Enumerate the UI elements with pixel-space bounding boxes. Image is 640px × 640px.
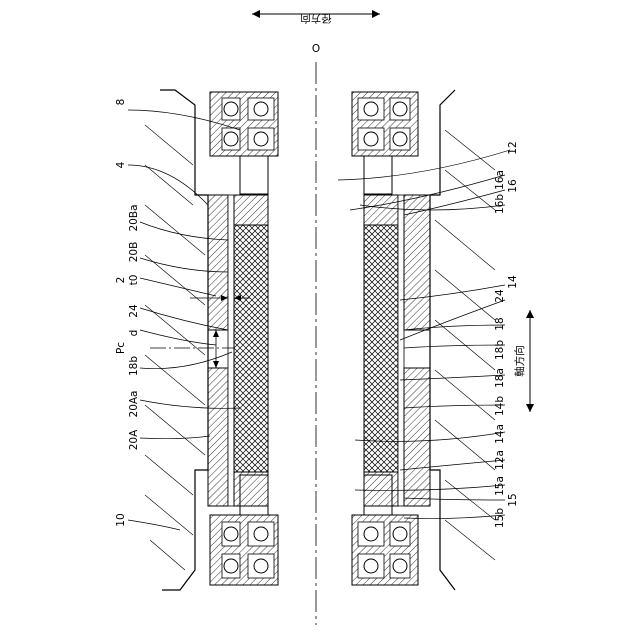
left-magnet-14 (234, 225, 268, 472)
label-24: 24 (128, 304, 140, 318)
label-20B: 20B (128, 242, 140, 263)
shaft-right-top (364, 156, 392, 194)
bearing-bottom-left (210, 515, 278, 585)
left-rotor-end-top (234, 195, 268, 225)
label-14b: 14b (494, 396, 506, 416)
label-20Ba: 20Ba (128, 205, 140, 232)
label-12: 12 (507, 141, 519, 154)
left-housing (145, 90, 208, 590)
label-18b-right: 18b (494, 340, 506, 360)
axial-direction-arrow (526, 310, 534, 412)
right-magnet-14 (364, 225, 398, 472)
label-4: 4 (115, 161, 127, 168)
stator-core-20A (208, 368, 228, 506)
left-gap-strip (228, 195, 234, 506)
label-18a: 18a (494, 368, 506, 388)
label-15: 15 (507, 493, 519, 506)
label-14-top: 14 (507, 275, 519, 289)
label-20A: 20A (128, 429, 140, 450)
stator-core-right-top (404, 195, 430, 330)
label-pc: Pc (115, 342, 127, 354)
label-16a: 16a (494, 170, 506, 190)
label-2: 2 (115, 277, 127, 284)
label-14a: 14a (494, 424, 506, 444)
right-housing (430, 90, 495, 590)
center-mark-o: O (312, 43, 320, 55)
radial-direction-label: 径方向 (300, 12, 332, 25)
label-15a: 15a (494, 476, 506, 496)
shaft-left-top (240, 156, 268, 194)
label-16b: 16b (494, 194, 506, 214)
bearing-bottom-right (352, 515, 418, 585)
label-d: d (128, 330, 140, 337)
axial-direction-label: 軸方向 (513, 345, 526, 377)
label-10: 10 (115, 513, 127, 526)
label-18b: 18b (128, 356, 140, 376)
right-gap-strip (398, 195, 404, 506)
label-20Aa: 20Aa (128, 391, 140, 418)
label-t0: t0 (128, 275, 140, 286)
bearing-top-right (352, 92, 418, 156)
stator-core-20B (208, 195, 228, 330)
label-16: 16 (507, 179, 519, 193)
right-rotor-end-bottom (364, 472, 398, 506)
right-rotor-end-top (364, 195, 398, 225)
label-8: 8 (115, 99, 127, 106)
gap-d-dimension (213, 330, 219, 368)
label-18: 18 (494, 317, 506, 330)
stator-core-right-bottom (404, 368, 430, 506)
label-12a: 12a (494, 450, 506, 470)
label-24-right: 24 (494, 289, 506, 303)
left-rotor-end-bottom (234, 472, 268, 506)
label-15b: 15b (494, 508, 506, 528)
